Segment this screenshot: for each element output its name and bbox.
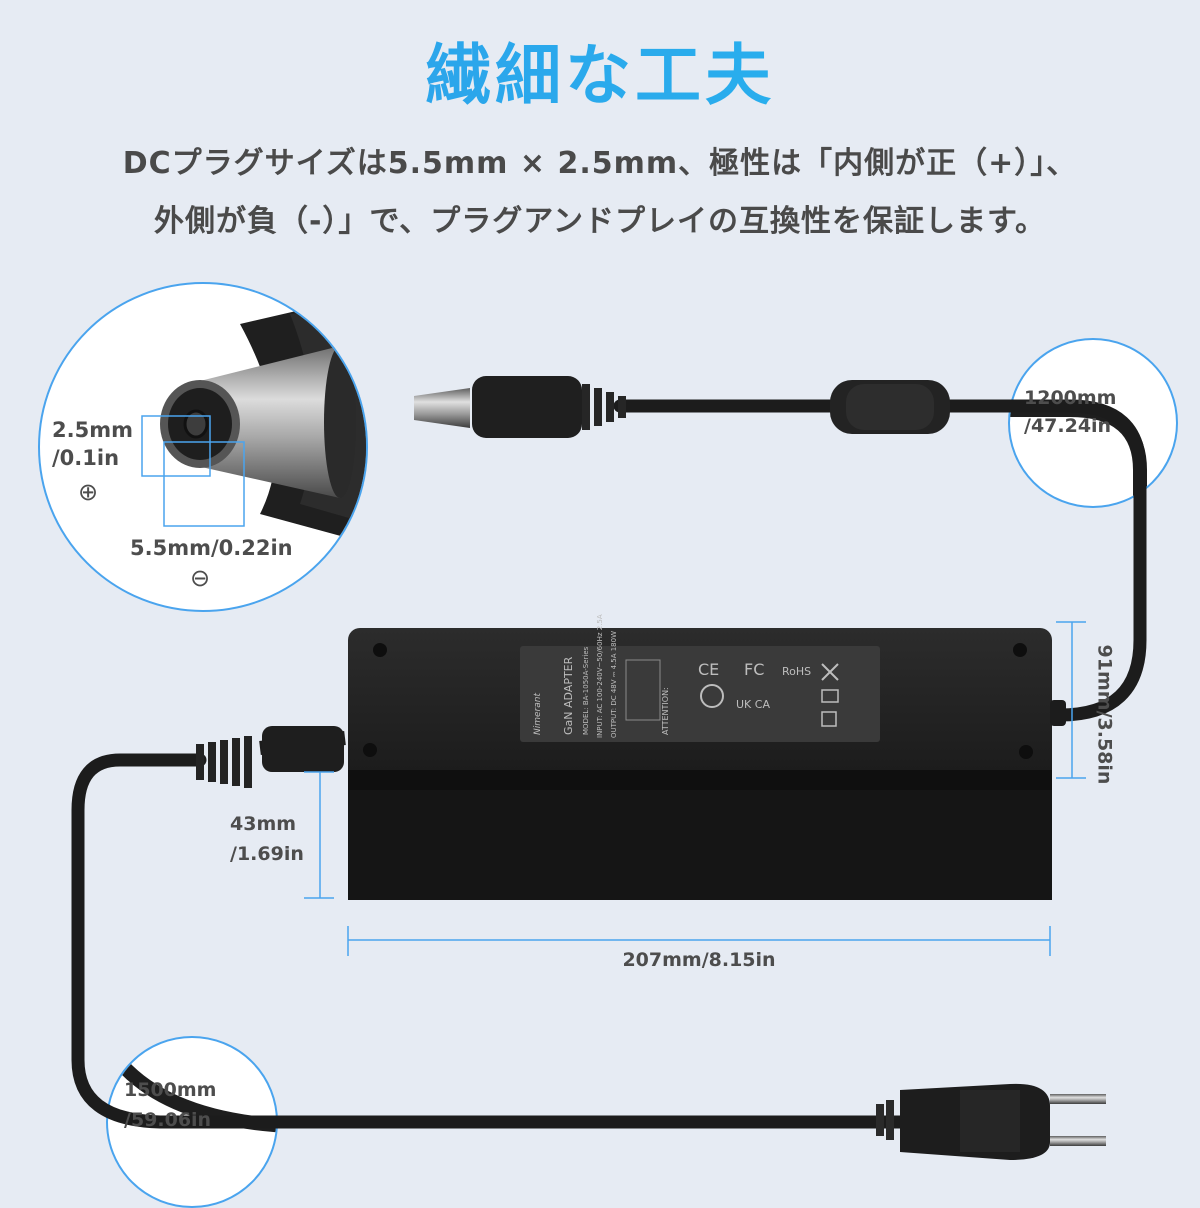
label-model: MODEL: BA-1050A-Series [582,646,590,735]
plug-inner-size-line-2: /0.1in [52,446,120,470]
description-line-1: DCプラグサイズは5.5mm × 2.5mm、極性は「内側が正（+）」、 [122,146,1078,181]
label-attention: ATTENTION: [661,687,670,735]
dc-cable [613,380,1147,722]
label-cert-ce: CE [698,660,719,679]
adapter-width: 207mm/8.15in [622,949,776,971]
plus-polarity-icon: ⊕ [78,478,99,506]
label-cert-fc: FC [744,660,764,679]
dc-plug [414,376,626,438]
ac-cable-length-line-1: 1500mm [124,1079,217,1101]
label-input: INPUT: AC 100-240V~50/60Hz 2.5A [596,614,604,738]
dimension-lines [304,621,1086,956]
ac-cable-length-line-2: /59.06in [124,1109,212,1131]
plug-outer-size: 5.5mm/0.22in [130,536,293,560]
ac-strain-relief [196,726,344,788]
label-product: GaN ADAPTER [562,656,575,735]
dc-cable-length-line-1: 1200mm [1024,387,1117,409]
description-line-2: 外側が負（-）」で、プラグアンドプレイの互換性を保証します。 [153,204,1047,239]
adapter-depth-line-1: 43mm [230,813,297,835]
adapter-label: Nimerant GaN ADAPTER MODEL: BA-1050A-Ser… [520,614,880,742]
plug-inner-size-line-1: 2.5mm [52,418,133,442]
plug-zoom-circle [38,282,368,612]
minus-polarity-icon: ⊖ [190,564,211,592]
page-title: 繊細な工夫 [0,22,1200,118]
dc-cable-length-line-2: /47.24in [1024,415,1112,437]
label-cert-ukca: UK CA [736,698,770,711]
label-cert-rohs: RoHS [782,665,811,678]
ac-plug [876,1083,1106,1160]
dc-plug-closeup [141,294,366,543]
label-brand: Nimerant [533,693,543,735]
adapter-height: 91mm/3.58in [1093,644,1116,785]
adapter-depth-line-2: /1.69in [230,843,304,865]
label-output: OUTPUT: DC 48V ⎓ 4.5A 180W [610,631,618,738]
